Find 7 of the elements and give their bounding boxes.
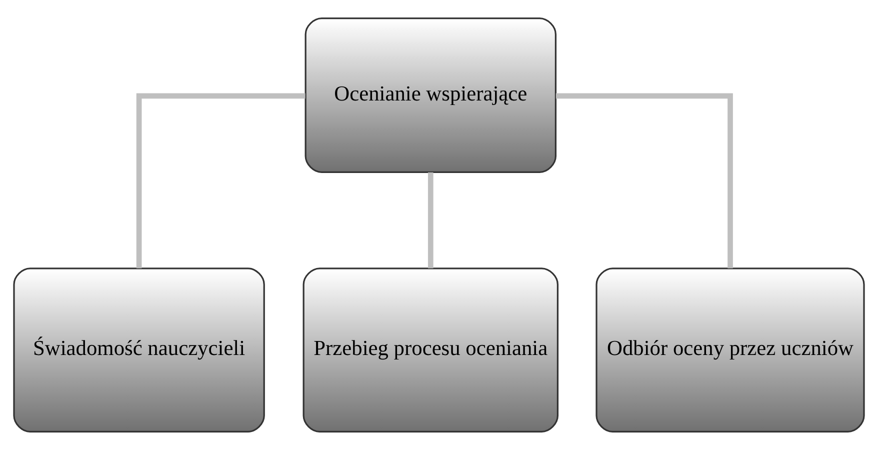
connector [556, 93, 733, 268]
node-box: Odbiór oceny przez uczniów [596, 268, 865, 432]
connector [136, 93, 306, 268]
connector [428, 172, 434, 268]
node-box: Przebieg procesu oceniania [302, 268, 558, 432]
node-box: Ocenianie wspierające [304, 18, 556, 173]
node-box: Świadomość nauczycieli [13, 268, 265, 432]
